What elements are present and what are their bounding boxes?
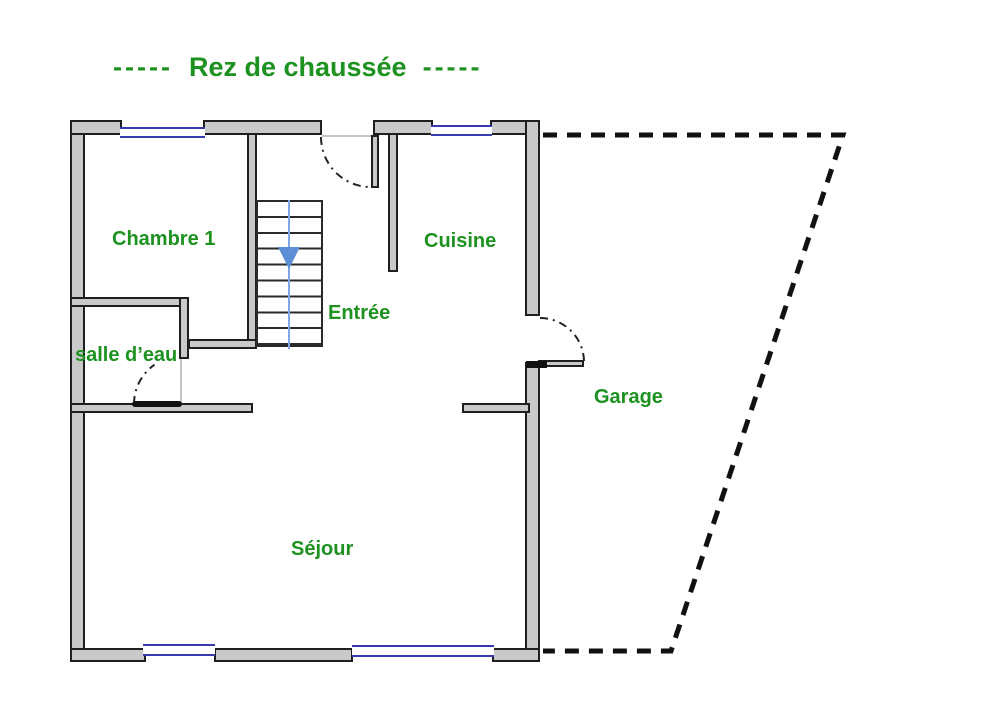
salle-deau-opening-line xyxy=(180,359,182,403)
front-door-swing-arc xyxy=(320,136,372,188)
room-label-chambre1: Chambre 1 xyxy=(112,228,216,250)
window-chambre xyxy=(120,127,205,138)
front-door-threshold-line xyxy=(322,135,373,137)
window-sejour-right xyxy=(352,645,494,657)
page-title: ----- Rez de chaussée ----- xyxy=(113,52,483,83)
staircase-guide-line xyxy=(288,200,290,349)
wall-cuisine-west xyxy=(388,133,398,272)
salle-deau-door-leaf xyxy=(132,401,182,407)
room-label-sejour: Séjour xyxy=(291,538,354,560)
garage-boundary-dashed-line xyxy=(543,132,847,654)
stairs-down-arrow-icon xyxy=(278,247,300,269)
room-label-garage: Garage xyxy=(594,386,663,408)
title-dashes-left: ----- xyxy=(113,52,173,82)
garage-door-frame xyxy=(526,361,547,368)
wall-exterior-right-upper xyxy=(525,120,540,316)
salle-deau-door-swing-arc xyxy=(133,363,156,405)
title-text: Rez de chaussée xyxy=(188,52,407,82)
window-sejour-left xyxy=(143,644,215,656)
wall-salle-deau-right xyxy=(179,297,189,359)
window-cuisine xyxy=(431,125,492,136)
title-dashes-right: ----- xyxy=(422,52,483,82)
room-label-entree: Entrée xyxy=(328,302,391,324)
garage-door-swing-arc xyxy=(539,317,585,363)
room-label-cuisine: Cuisine xyxy=(424,230,497,252)
wall-sejour-north-right xyxy=(462,403,530,413)
front-door-leaf xyxy=(371,135,379,188)
room-label-salle-deau: salle d’eau xyxy=(75,344,178,366)
